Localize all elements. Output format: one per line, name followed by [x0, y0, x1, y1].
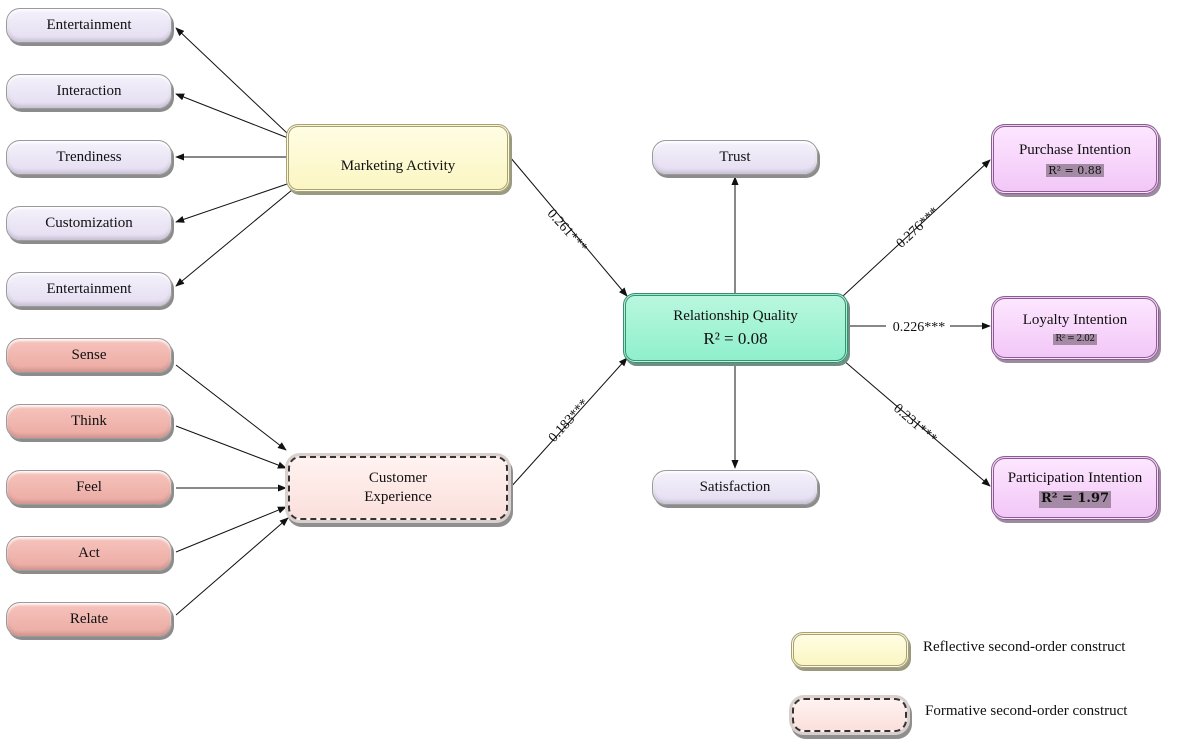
arrow-ce-rq [509, 357, 628, 489]
coef-rq-participation: 0.231*** [890, 401, 939, 447]
arrow-relate-ce [175, 517, 289, 616]
arrow-rq-purchase [842, 159, 991, 297]
indicator-entertainment-2: Entertainment [6, 272, 172, 307]
outcome-purchase-intention: Purchase Intention R² = 0.88 [991, 124, 1159, 194]
arrow-ma-rq [509, 156, 628, 297]
coef-ce-rq: 0.183*** [546, 396, 592, 445]
coef-bg-loyalty [886, 317, 950, 334]
construct-customer-experience-label-1: Customer [368, 470, 428, 487]
rq-r-squared: R² = 0.08 [703, 328, 768, 348]
arrow-think-ce [175, 425, 287, 469]
outcome-loyalty-intention-label: Loyalty Intention [1022, 312, 1128, 328]
indicator-customization: Customization [6, 206, 172, 241]
coef-ma-rq: 0.261*** [544, 206, 590, 255]
outcome-participation-intention: Participation Intention R² = 1.97 [991, 456, 1159, 520]
arrow-ma-interaction [175, 93, 289, 139]
outcome-loyalty-intention: Loyalty Intention R² = 2.02 [991, 296, 1159, 360]
construct-relationship-quality-label: Relationship Quality [673, 308, 798, 324]
arrow-ma-customization [175, 182, 291, 223]
outcome-participation-intention-label: Participation Intention [1007, 469, 1143, 486]
purchase-r-squared: R² = 0.88 [1046, 163, 1104, 178]
indicator-act: Act [6, 536, 172, 571]
coef-rq-loyalty: 0.226*** [893, 320, 946, 335]
arrow-sense-ce [175, 364, 287, 451]
construct-relationship-quality: Relationship Quality R² = 0.08 [623, 293, 848, 363]
indicator-interaction: Interaction [6, 74, 172, 109]
construct-customer-experience: Customer Experience [288, 456, 508, 520]
indicator-feel: Feel [6, 470, 172, 505]
legend-reflective-label: Reflective second-order construct [923, 639, 1126, 655]
indicator-trust: Trust [652, 140, 818, 175]
loyalty-r-squared: R² = 2.02 [1053, 333, 1097, 345]
indicator-think: Think [6, 404, 172, 439]
construct-marketing-activity-label: Marketing Activity [340, 157, 456, 174]
arrow-ma-entertainment [175, 27, 289, 135]
arrow-ma-entertainment-2 [175, 189, 293, 287]
legend-reflective-swatch [791, 632, 909, 668]
indicator-sense: Sense [6, 338, 172, 373]
legend-formative-label: Formative second-order construct [925, 703, 1128, 719]
participation-r-squared: R² = 1.97 [1038, 491, 1112, 508]
indicator-entertainment: Entertainment [6, 8, 172, 43]
indicator-satisfaction: Satisfaction [652, 470, 818, 505]
construct-marketing-activity: Marketing Activity [286, 124, 510, 192]
coef-rq-purchase: 0.276*** [894, 205, 943, 252]
legend-formative-swatch [792, 698, 907, 732]
indicator-trendiness: Trendiness [6, 140, 172, 175]
arrow-act-ce [175, 506, 287, 553]
outcome-purchase-intention-label: Purchase Intention [1018, 141, 1132, 158]
arrow-rq-participation [842, 359, 991, 487]
indicator-relate: Relate [6, 602, 172, 637]
construct-customer-experience-label-2: Experience [364, 489, 432, 505]
